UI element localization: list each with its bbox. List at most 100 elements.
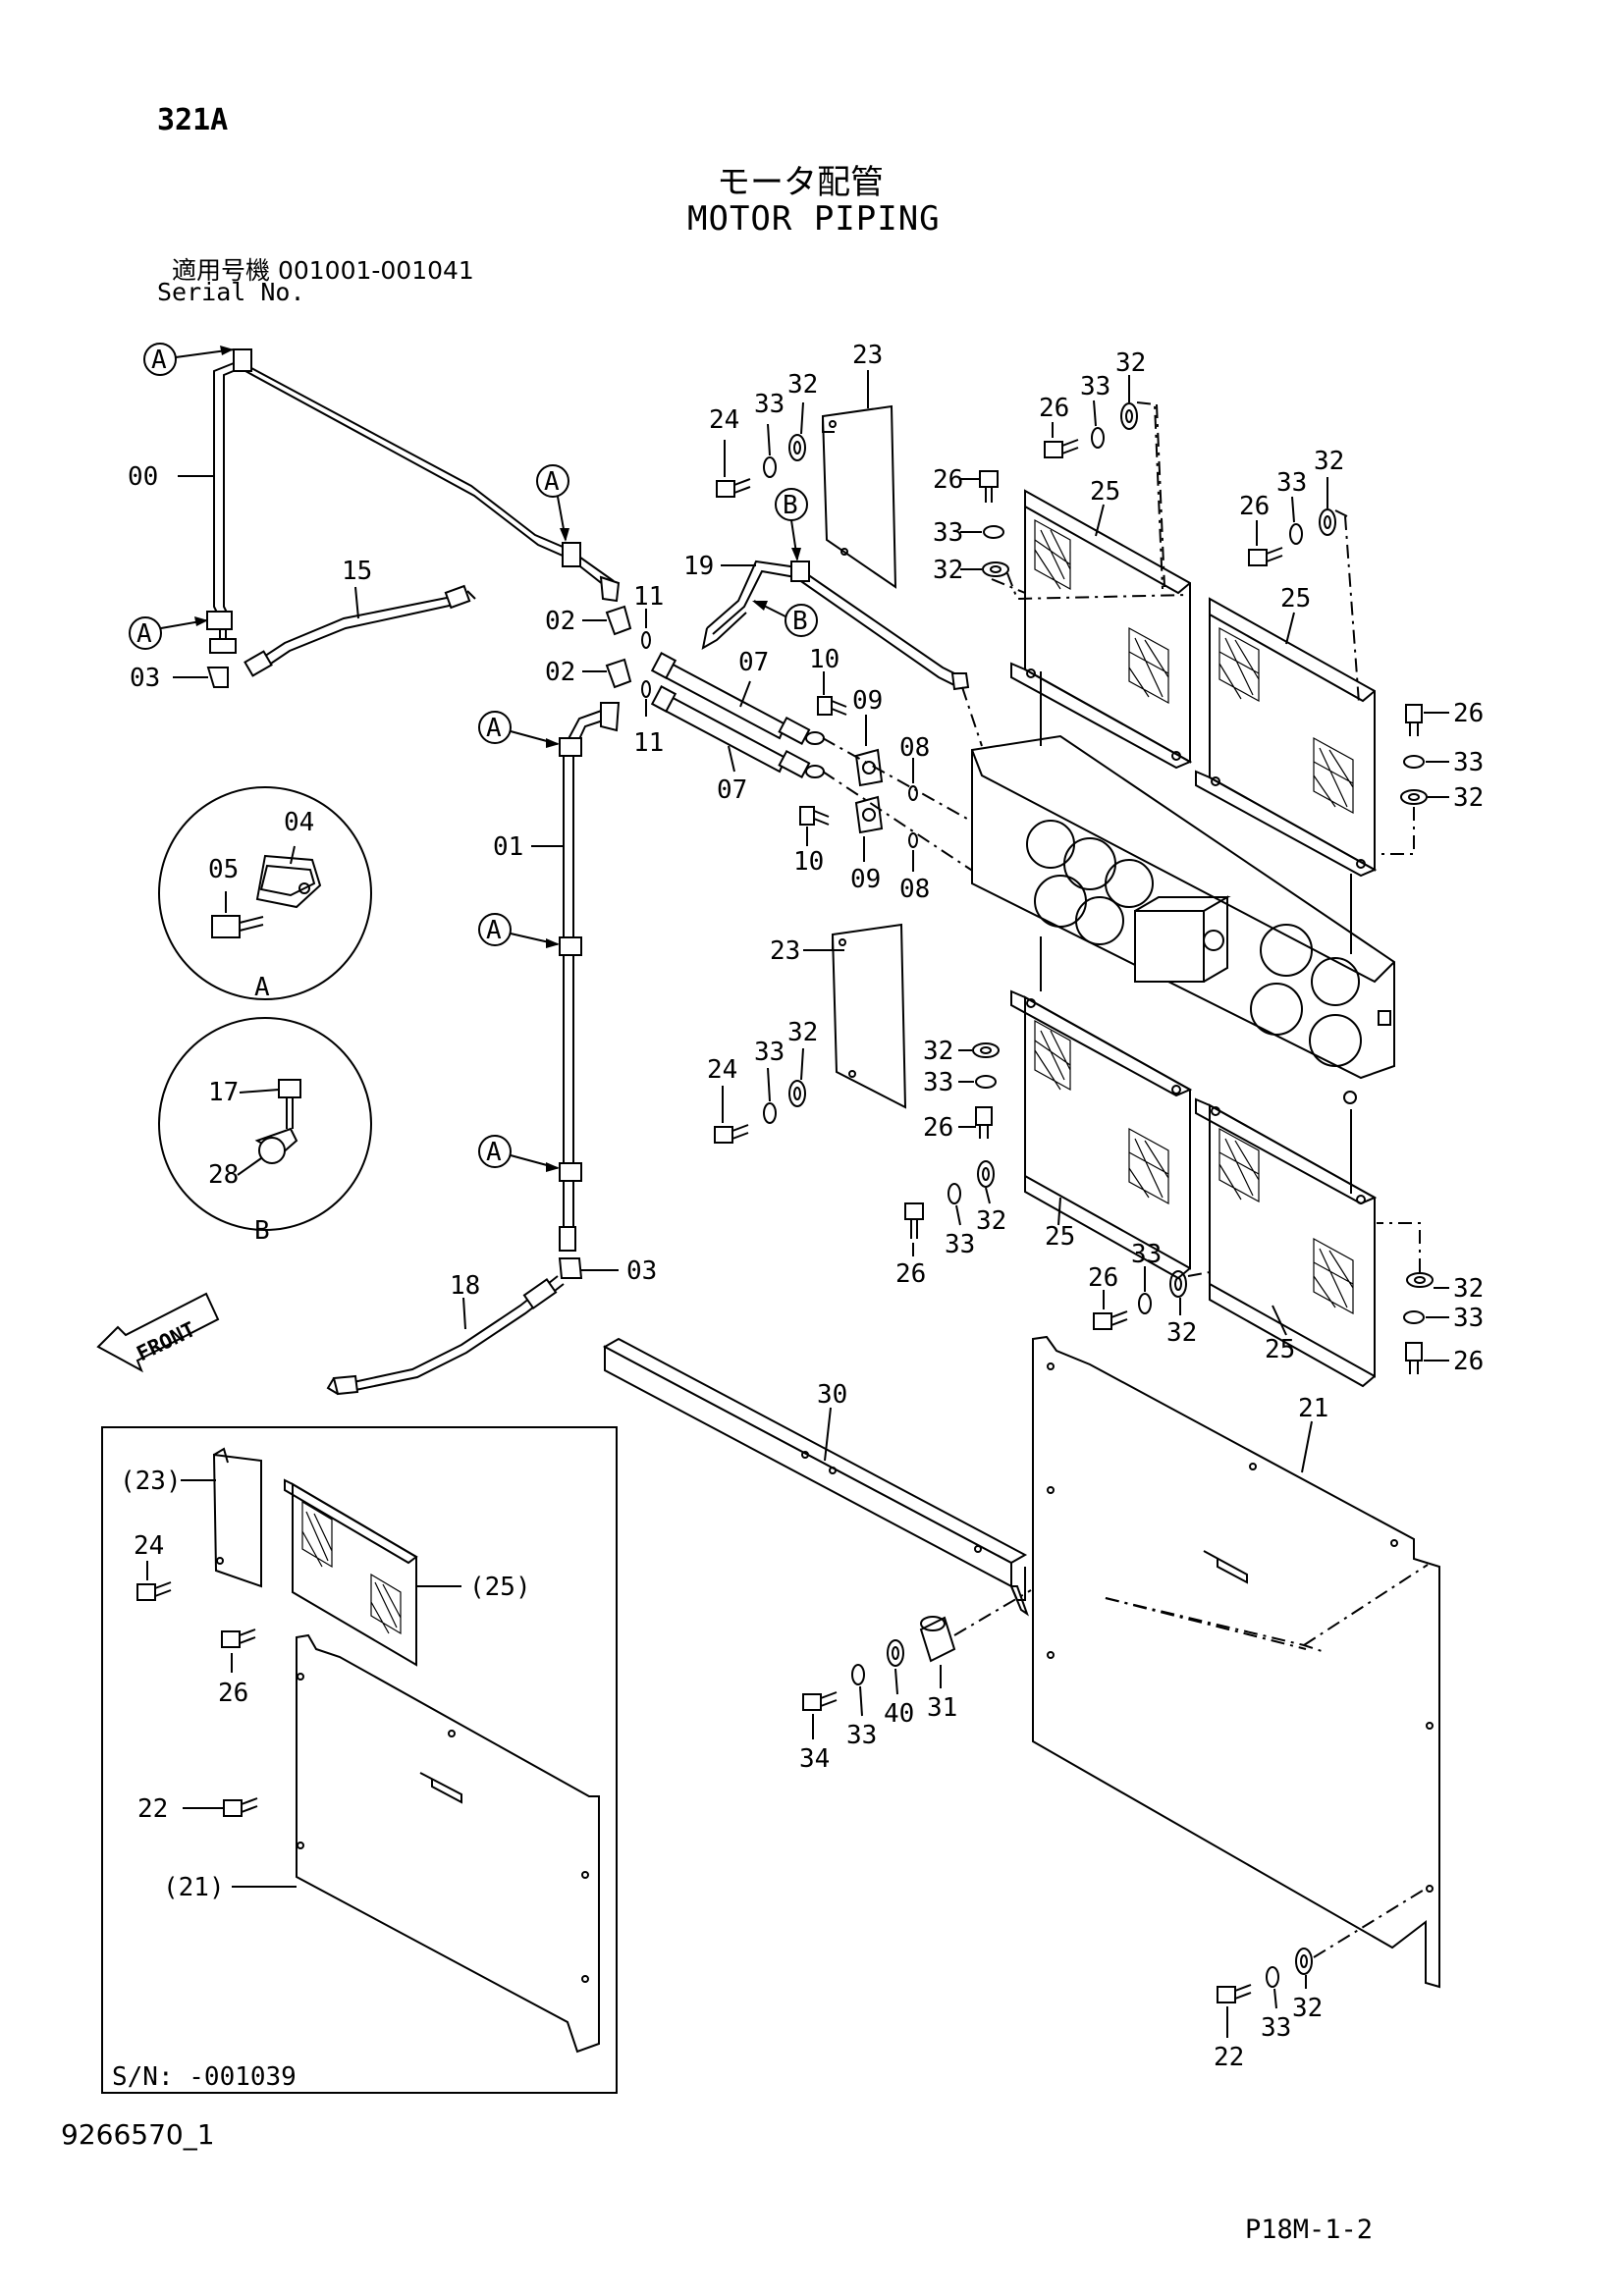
callout-33-g: 33 xyxy=(945,1230,975,1259)
o-ring-08-upper xyxy=(908,758,918,801)
callout-11-lower: 11 xyxy=(633,728,664,758)
callout-33-k: 33 xyxy=(1261,2013,1291,2043)
callout-40: 40 xyxy=(884,1699,914,1729)
sheet-reference: P18M-1-2 xyxy=(1245,2215,1374,2245)
alignment-line xyxy=(1344,515,1360,704)
marker-a-4: A xyxy=(478,711,560,748)
callout-34: 34 xyxy=(799,1744,830,1774)
document-number: 9266570_1 xyxy=(61,2118,215,2151)
washer-40 xyxy=(887,1639,904,1695)
alignment-line xyxy=(1377,807,1415,855)
callout-08-lower: 08 xyxy=(899,875,930,904)
bolt-24-upper xyxy=(716,440,751,498)
callout-33-c: 33 xyxy=(933,518,963,548)
alignment-line xyxy=(1136,401,1164,590)
callout-00: 00 xyxy=(128,462,158,492)
inset-callout-22: 22 xyxy=(137,1794,168,1824)
mesh-panel-25-lower-right xyxy=(1195,1097,1378,1388)
callout-32-d: 32 xyxy=(1314,447,1344,476)
callout-03-lower: 03 xyxy=(626,1256,657,1286)
washer-32-f xyxy=(958,1042,1000,1058)
marker-a-1: A xyxy=(143,343,235,376)
cover-23-upper xyxy=(821,404,897,589)
callout-18: 18 xyxy=(450,1271,480,1301)
inset-callout-25: (25) xyxy=(469,1573,531,1602)
leader-07-upper xyxy=(739,680,751,708)
page-number: 321A xyxy=(157,103,229,137)
callout-32-c: 32 xyxy=(933,556,963,585)
callout-23-upper: 23 xyxy=(852,341,883,370)
alignment-line xyxy=(961,686,983,747)
inset-callout-26: 26 xyxy=(218,1679,248,1708)
callout-32-g: 32 xyxy=(976,1206,1006,1236)
leader-25-d xyxy=(1272,1305,1287,1336)
callout-01: 01 xyxy=(493,832,523,862)
callout-05: 05 xyxy=(208,855,239,884)
lock-washer-33-j xyxy=(851,1664,865,1717)
callout-33-h: 33 xyxy=(1131,1240,1162,1269)
leader-25-b xyxy=(1285,612,1295,645)
svg-text:A: A xyxy=(486,714,502,743)
hose-07-upper xyxy=(650,652,825,745)
callout-21: 21 xyxy=(1298,1394,1328,1423)
hose-15 xyxy=(244,584,476,677)
callout-02-upper: 02 xyxy=(545,607,575,636)
bolt-26-e xyxy=(958,1106,993,1139)
callout-26-g: 26 xyxy=(1088,1263,1118,1293)
alignment-line xyxy=(1006,572,1189,601)
callout-10-lower: 10 xyxy=(793,847,824,877)
alignment-line xyxy=(822,771,993,884)
mesh-panel-25-lower-left xyxy=(1010,989,1193,1280)
alignment-line xyxy=(1156,403,1165,588)
bolt-24-lower xyxy=(714,1086,749,1144)
callout-32-lower-a: 32 xyxy=(787,1018,818,1047)
callout-25-c: 25 xyxy=(1045,1222,1075,1252)
callout-32-k: 32 xyxy=(1292,1994,1323,2023)
bolt-10-upper xyxy=(817,671,847,716)
elbow-fitting-03-upper xyxy=(173,667,229,688)
mesh-panel-25-upper-right xyxy=(1195,597,1378,878)
marker-a-3: A xyxy=(129,616,208,650)
callout-19: 19 xyxy=(683,552,714,581)
washer-32-d xyxy=(1319,477,1336,536)
detail-a-letter: A xyxy=(254,973,270,1002)
callout-24-lower: 24 xyxy=(707,1055,737,1085)
svg-text:A: A xyxy=(136,619,152,649)
callout-25-a: 25 xyxy=(1090,477,1120,507)
callout-33-j: 33 xyxy=(846,1721,877,1750)
cover-23-lower xyxy=(831,923,907,1109)
callout-32-h: 32 xyxy=(1166,1318,1197,1348)
lock-washer-33-i xyxy=(1403,1310,1449,1324)
bolt-22 xyxy=(1217,1984,1252,2038)
callout-32-b: 32 xyxy=(1115,348,1146,378)
callout-33-e: 33 xyxy=(1453,748,1484,777)
inset-callout-24: 24 xyxy=(134,1531,164,1561)
washer-32-g xyxy=(977,1160,995,1204)
callout-09-lower: 09 xyxy=(850,865,881,894)
svg-text:B: B xyxy=(783,491,798,520)
callout-08-upper: 08 xyxy=(899,733,930,763)
inset-callout-23: (23) xyxy=(120,1467,182,1496)
marker-a-5: A xyxy=(478,913,560,948)
lock-washer-33-e xyxy=(1403,755,1449,769)
svg-text:B: B xyxy=(792,607,808,636)
callout-30: 30 xyxy=(817,1380,847,1410)
bolt-10-lower xyxy=(799,806,830,846)
washer-32-lower xyxy=(788,1047,806,1107)
leader-07-lower xyxy=(728,745,735,773)
callout-17: 17 xyxy=(208,1078,239,1107)
pipe-01 xyxy=(559,702,621,1252)
alignment-line xyxy=(1334,509,1348,517)
callout-26-d: 26 xyxy=(1453,699,1484,728)
detail-view-a xyxy=(158,786,372,1000)
elbow-fitting-03-lower xyxy=(558,1257,619,1279)
callout-33-b: 33 xyxy=(1080,372,1110,401)
callout-31: 31 xyxy=(927,1693,957,1723)
bolt-26-d xyxy=(1405,704,1449,736)
lock-washer-33-upper xyxy=(763,423,777,478)
alignment-line xyxy=(1313,1888,1427,1958)
marker-a-6: A xyxy=(478,1135,560,1172)
pipe-00 xyxy=(206,348,621,654)
callout-33-upper-a: 33 xyxy=(754,390,785,419)
alignment-line xyxy=(991,578,1026,594)
